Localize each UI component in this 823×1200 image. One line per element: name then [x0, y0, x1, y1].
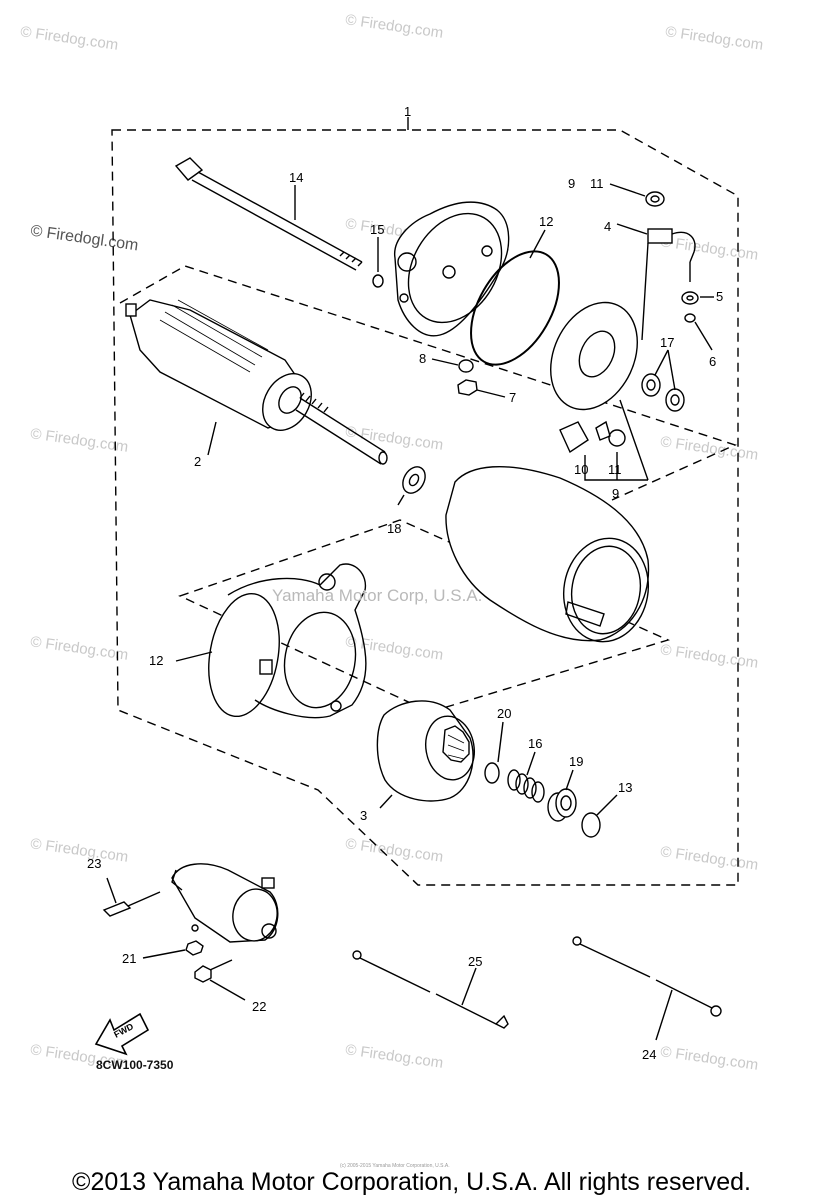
callout-number: 18: [387, 521, 401, 536]
circlip: [581, 812, 601, 838]
footer-copyright: ©2013 Yamaha Motor Corporation, U.S.A. A…: [72, 1168, 751, 1196]
callout-number: 6: [709, 354, 716, 369]
callout-number: 1: [404, 104, 411, 119]
callout-number: 8: [419, 351, 426, 366]
leader-line: [379, 794, 393, 809]
leader-line: [526, 751, 536, 776]
leader-line: [529, 229, 546, 259]
starter-motor-assembly: [171, 863, 279, 943]
callout-number: 7: [509, 390, 516, 405]
tiny-credit: (c) 2005-2015 Yamaha Motor Corporation, …: [340, 1163, 450, 1169]
yoke-housing: [445, 465, 650, 643]
leader-line: [142, 949, 186, 959]
callout-number: 12: [149, 653, 163, 668]
nut: [185, 940, 204, 956]
terminal-insulator: [595, 420, 611, 441]
leader-line: [207, 421, 217, 456]
leader-line: [127, 891, 161, 907]
leader-line: [655, 989, 673, 1041]
leader-line: [209, 979, 246, 1001]
collar: [547, 788, 577, 822]
circlip: [484, 762, 500, 784]
frame-plane: [178, 519, 670, 713]
brush-with-lead: [616, 223, 696, 341]
forward-arrow-icon: [94, 1012, 150, 1056]
leader-line: [584, 399, 649, 481]
washer: [681, 291, 699, 305]
callout-number: 10: [574, 462, 588, 477]
callout-number: 21: [122, 951, 136, 966]
leader-line: [654, 349, 669, 376]
diagram-reference-code: 8CW100-7350: [96, 1058, 174, 1072]
front-cover: [208, 563, 367, 719]
o-ring-large: [470, 250, 560, 366]
washer: [402, 466, 426, 494]
callout-number: 20: [497, 706, 511, 721]
callout-number: 23: [87, 856, 101, 871]
callout-labels: 1 14 15 12 9 11 4 5 6 17 8 7 2 10 11 9 1…: [87, 104, 723, 1062]
bolt: [102, 901, 132, 917]
callout-number: 9: [568, 176, 575, 191]
callout-number: 11: [590, 176, 604, 191]
rear-cover: [394, 201, 510, 337]
bolt: [194, 965, 212, 983]
leader-line: [106, 877, 117, 904]
callout-number: 24: [642, 1047, 656, 1062]
through-bolt: [174, 157, 363, 271]
leader-line: [397, 494, 405, 506]
callout-number: 15: [370, 222, 384, 237]
leader-line: [209, 959, 233, 971]
washer-hole: [686, 295, 694, 301]
spring: [507, 769, 545, 803]
callout-number: 9: [612, 486, 619, 501]
nut: [457, 379, 478, 396]
terminal-insulator: [559, 421, 589, 454]
callout-number: 16: [528, 736, 542, 751]
callout-number: 3: [360, 808, 367, 823]
washer: [641, 373, 661, 397]
callout-number: 25: [468, 954, 482, 969]
callout-number: 22: [252, 999, 266, 1014]
leader-line: [694, 321, 713, 351]
center-watermark: Yamaha Motor Corp, U.S.A.: [272, 586, 483, 605]
washer-hole: [646, 379, 656, 391]
washer-hole: [408, 473, 420, 487]
leader-line: [565, 769, 574, 791]
leader-line: [476, 389, 506, 398]
pinion-clutch: [376, 700, 475, 802]
nut: [458, 359, 474, 373]
callout-number: 2: [194, 454, 201, 469]
leader-line: [497, 721, 504, 763]
callout-number: 5: [716, 289, 723, 304]
nut: [608, 429, 626, 447]
starter-cable: [352, 950, 509, 1029]
armature: [125, 299, 388, 465]
leader-line: [431, 358, 459, 366]
leader-line: [667, 349, 676, 391]
assembly-boundary: [111, 129, 739, 886]
callout-number: 12: [539, 214, 553, 229]
washer: [665, 388, 685, 412]
ground-cable: [572, 936, 722, 1017]
callout-number: 4: [604, 219, 611, 234]
nut: [609, 183, 665, 207]
leader-line: [596, 794, 618, 816]
brush-plate: [550, 301, 638, 411]
o-ring-small: [684, 313, 696, 323]
leader-line: [175, 651, 213, 662]
callout-number: 14: [289, 170, 303, 185]
o-ring: [372, 274, 384, 288]
callout-number: 17: [660, 335, 674, 350]
washer-hole: [670, 394, 680, 406]
callout-number: 19: [569, 754, 583, 769]
callout-number: 11: [608, 462, 622, 477]
callout-number: 13: [618, 780, 632, 795]
leader-line: [461, 967, 477, 1006]
armature-plane: [119, 265, 737, 501]
